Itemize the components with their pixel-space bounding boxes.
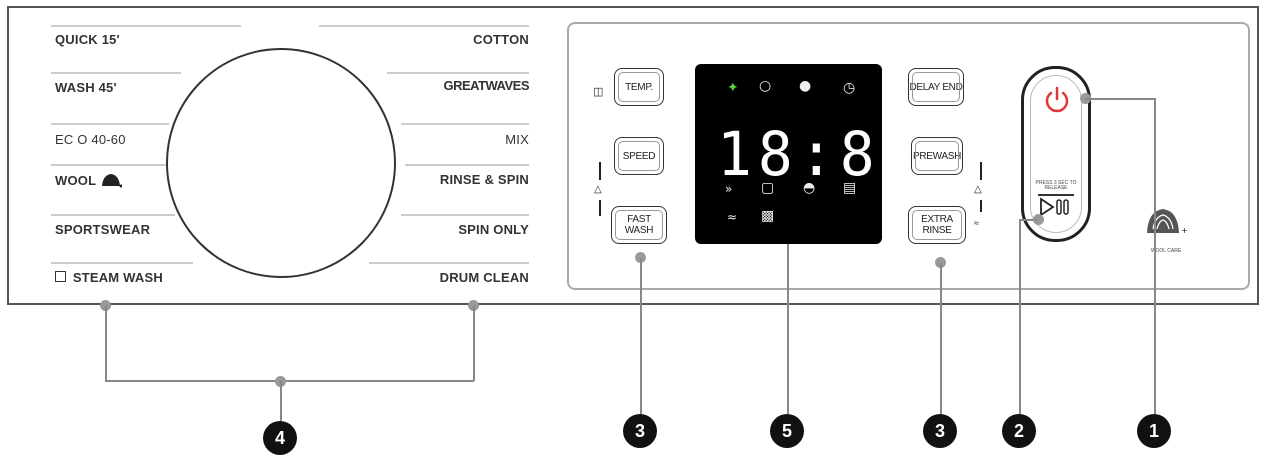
program-dial[interactable] [166, 48, 396, 278]
leader-dot [100, 300, 111, 311]
separator [405, 164, 529, 166]
separator [401, 123, 529, 125]
child-lock-icon: ○ [759, 78, 772, 94]
separator [51, 123, 169, 125]
leader-line [105, 306, 107, 381]
power-icon [1045, 86, 1069, 113]
door-lock-icon: ● [799, 78, 812, 94]
leader-line [1154, 98, 1156, 414]
fast-wash-button-label: FAST WASH [624, 214, 654, 236]
leader-line [473, 306, 475, 381]
divider [980, 200, 982, 212]
callout-3-right: 3 [923, 414, 957, 448]
eco-leaf-icon: ✦ [727, 80, 739, 96]
wifi-side-icon: ≈ [974, 218, 979, 228]
wifi-icon: ≈ [727, 210, 738, 224]
separator [387, 72, 529, 74]
lock-small-icon: △ [594, 184, 602, 195]
speed-button-label: SPEED [622, 150, 656, 162]
program-sportswear[interactable]: SPORTSWEAR [55, 222, 151, 237]
program-steam-wash-label: STEAM WASH [72, 270, 163, 285]
program-wool[interactable]: WOOL [55, 172, 123, 191]
wool-icon [100, 172, 123, 191]
program-rinse-spin[interactable]: RINSE & SPIN [439, 172, 529, 187]
prewash-button[interactable]: PREWASH [911, 137, 963, 175]
leader-line [787, 244, 789, 414]
leader-line [105, 380, 474, 382]
inner-control-area [567, 22, 1250, 290]
timer-icon: ◷ [843, 80, 856, 96]
callout-2: 2 [1002, 414, 1036, 448]
smart-control-icon: ▩ [761, 208, 775, 224]
leader-line [280, 381, 282, 421]
program-quick-15[interactable]: QUICK 15' [55, 32, 120, 47]
leader-line [1019, 220, 1021, 414]
steam-icon [55, 271, 66, 282]
wool-care-logo: + [1143, 205, 1188, 242]
delay-end-button[interactable]: DELAY END [908, 68, 964, 106]
press-3-sec-text: PRESS 3 SEC TO RELEASE [1035, 180, 1077, 191]
svg-text:+: + [1181, 226, 1187, 235]
leader-dot [935, 257, 946, 268]
speed-button[interactable]: SPEED [614, 137, 664, 175]
extra-rinse-button[interactable]: EXTRA RINSE [908, 206, 966, 244]
power-button[interactable] [1043, 85, 1071, 120]
delay-end-button-label: DELAY END [909, 81, 963, 93]
separator [51, 164, 169, 166]
play-pause-icon [1040, 197, 1069, 217]
right-program-column: COTTON GREATWAVES MIX RINSE & SPIN SPIN … [319, 8, 529, 308]
leader-dot [1033, 214, 1044, 225]
separator [369, 262, 529, 264]
program-cotton[interactable]: COTTON [473, 32, 529, 47]
callout-4: 4 [263, 421, 297, 455]
program-eco-40-60[interactable]: EC O 40-60 [55, 132, 126, 147]
prewash-icon: ▢ [761, 180, 775, 196]
extra-rinse-button-label: EXTRA RINSE [921, 214, 953, 236]
leader-line [1019, 219, 1037, 221]
start-pause-button[interactable] [1039, 197, 1073, 222]
separator [401, 214, 529, 216]
rinse-icon: ◓ [803, 180, 816, 196]
fast-wash-button[interactable]: FAST WASH [611, 206, 667, 244]
callout-5: 5 [770, 414, 804, 448]
divider [1038, 194, 1074, 196]
separator [51, 262, 193, 264]
divider [599, 200, 601, 216]
temp-button-label: TEMP. [625, 81, 653, 93]
wool-care-label: WOOL CARE [1150, 248, 1182, 254]
program-drum-clean[interactable]: DRUM CLEAN [439, 270, 529, 285]
leader-line [940, 263, 942, 414]
callout-1: 1 [1137, 414, 1171, 448]
wool-care-icon: + [1147, 209, 1188, 235]
leader-line [1085, 98, 1155, 100]
program-spin-only[interactable]: SPIN ONLY [458, 222, 529, 237]
divider [599, 162, 601, 180]
led-display: ✦ ○ ● ◷ 18:88 » ▢ ◓ ▤ ≈ ▩ [695, 64, 916, 244]
leader-dot [468, 300, 479, 311]
callout-3-left: 3 [623, 414, 657, 448]
program-mix[interactable]: MIX [505, 132, 529, 147]
program-wash-45[interactable]: WASH 45' [55, 80, 117, 95]
program-wool-label: WOOL [55, 172, 96, 188]
time-digits: 18:88 [717, 118, 922, 190]
temp-button[interactable]: TEMP. [614, 68, 664, 106]
program-greatwaves[interactable]: GREATWAVES [443, 78, 529, 93]
leader-dot [635, 252, 646, 263]
power-start-pause-panel: PRESS 3 SEC TO RELEASE [1021, 66, 1091, 242]
separator [319, 25, 529, 27]
child-lock-side-icon: △ [974, 184, 982, 195]
separator [51, 214, 175, 216]
extra-rinse-icon: ▤ [843, 180, 857, 196]
separator [51, 72, 181, 74]
child-lock-small-icon: ◫ [593, 86, 604, 98]
leader-line [640, 258, 642, 414]
divider [980, 162, 982, 180]
separator [51, 25, 241, 27]
prewash-button-label: PREWASH [912, 150, 962, 162]
program-steam-wash[interactable]: STEAM WASH [55, 270, 163, 285]
spin-icon: » [725, 182, 733, 196]
